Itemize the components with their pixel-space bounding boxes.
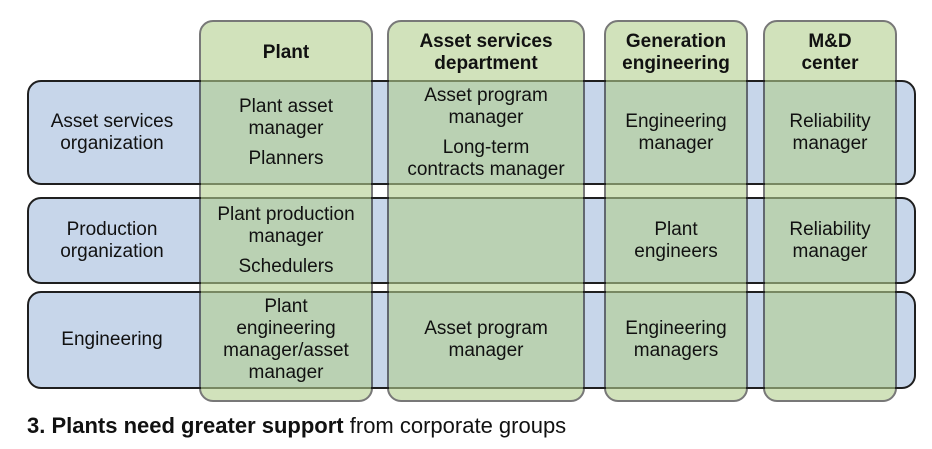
cell-plant-asset-services: Plant asset manager Planners: [239, 95, 333, 169]
column-plant: [199, 20, 373, 402]
cell-gen-eng-asset-services: Engineering manager: [625, 110, 727, 154]
cell-gen-eng-engineering: Engineering managers: [625, 318, 727, 361]
column-asset-services-department: [387, 20, 585, 402]
cell-md-asset-services: Reliability manager: [789, 110, 871, 154]
column-header-asset-services: Asset services department: [419, 31, 553, 74]
row-label-engineering: Engineering: [61, 329, 163, 350]
cell-asset-dept-engineering: Asset program manager: [424, 318, 548, 361]
cell-asset-dept-asset-services: Asset program manager Long-term contract…: [407, 84, 565, 180]
cell-plant-engineering: Plant engineering manager/asset manager: [223, 296, 349, 383]
cell-gen-eng-production: Plant engineers: [634, 218, 718, 262]
column-header-md-center: M&D center: [801, 31, 859, 74]
column-generation-engineering: [604, 20, 748, 402]
row-label-production: Production organization: [60, 218, 164, 262]
cell-plant-production: Plant production manager Schedulers: [217, 203, 355, 277]
column-header-generation-engineering: Generation engineering: [622, 31, 730, 74]
caption-bold: 3. Plants need greater support: [27, 413, 344, 438]
figure-caption: 3. Plants need greater support from corp…: [27, 412, 566, 440]
column-header-plant: Plant: [262, 42, 310, 63]
cell-md-production: Reliability manager: [789, 218, 871, 262]
caption-rest: from corporate groups: [343, 413, 567, 438]
column-md-center: [763, 20, 897, 402]
row-label-asset-services: Asset services organization: [50, 110, 174, 154]
